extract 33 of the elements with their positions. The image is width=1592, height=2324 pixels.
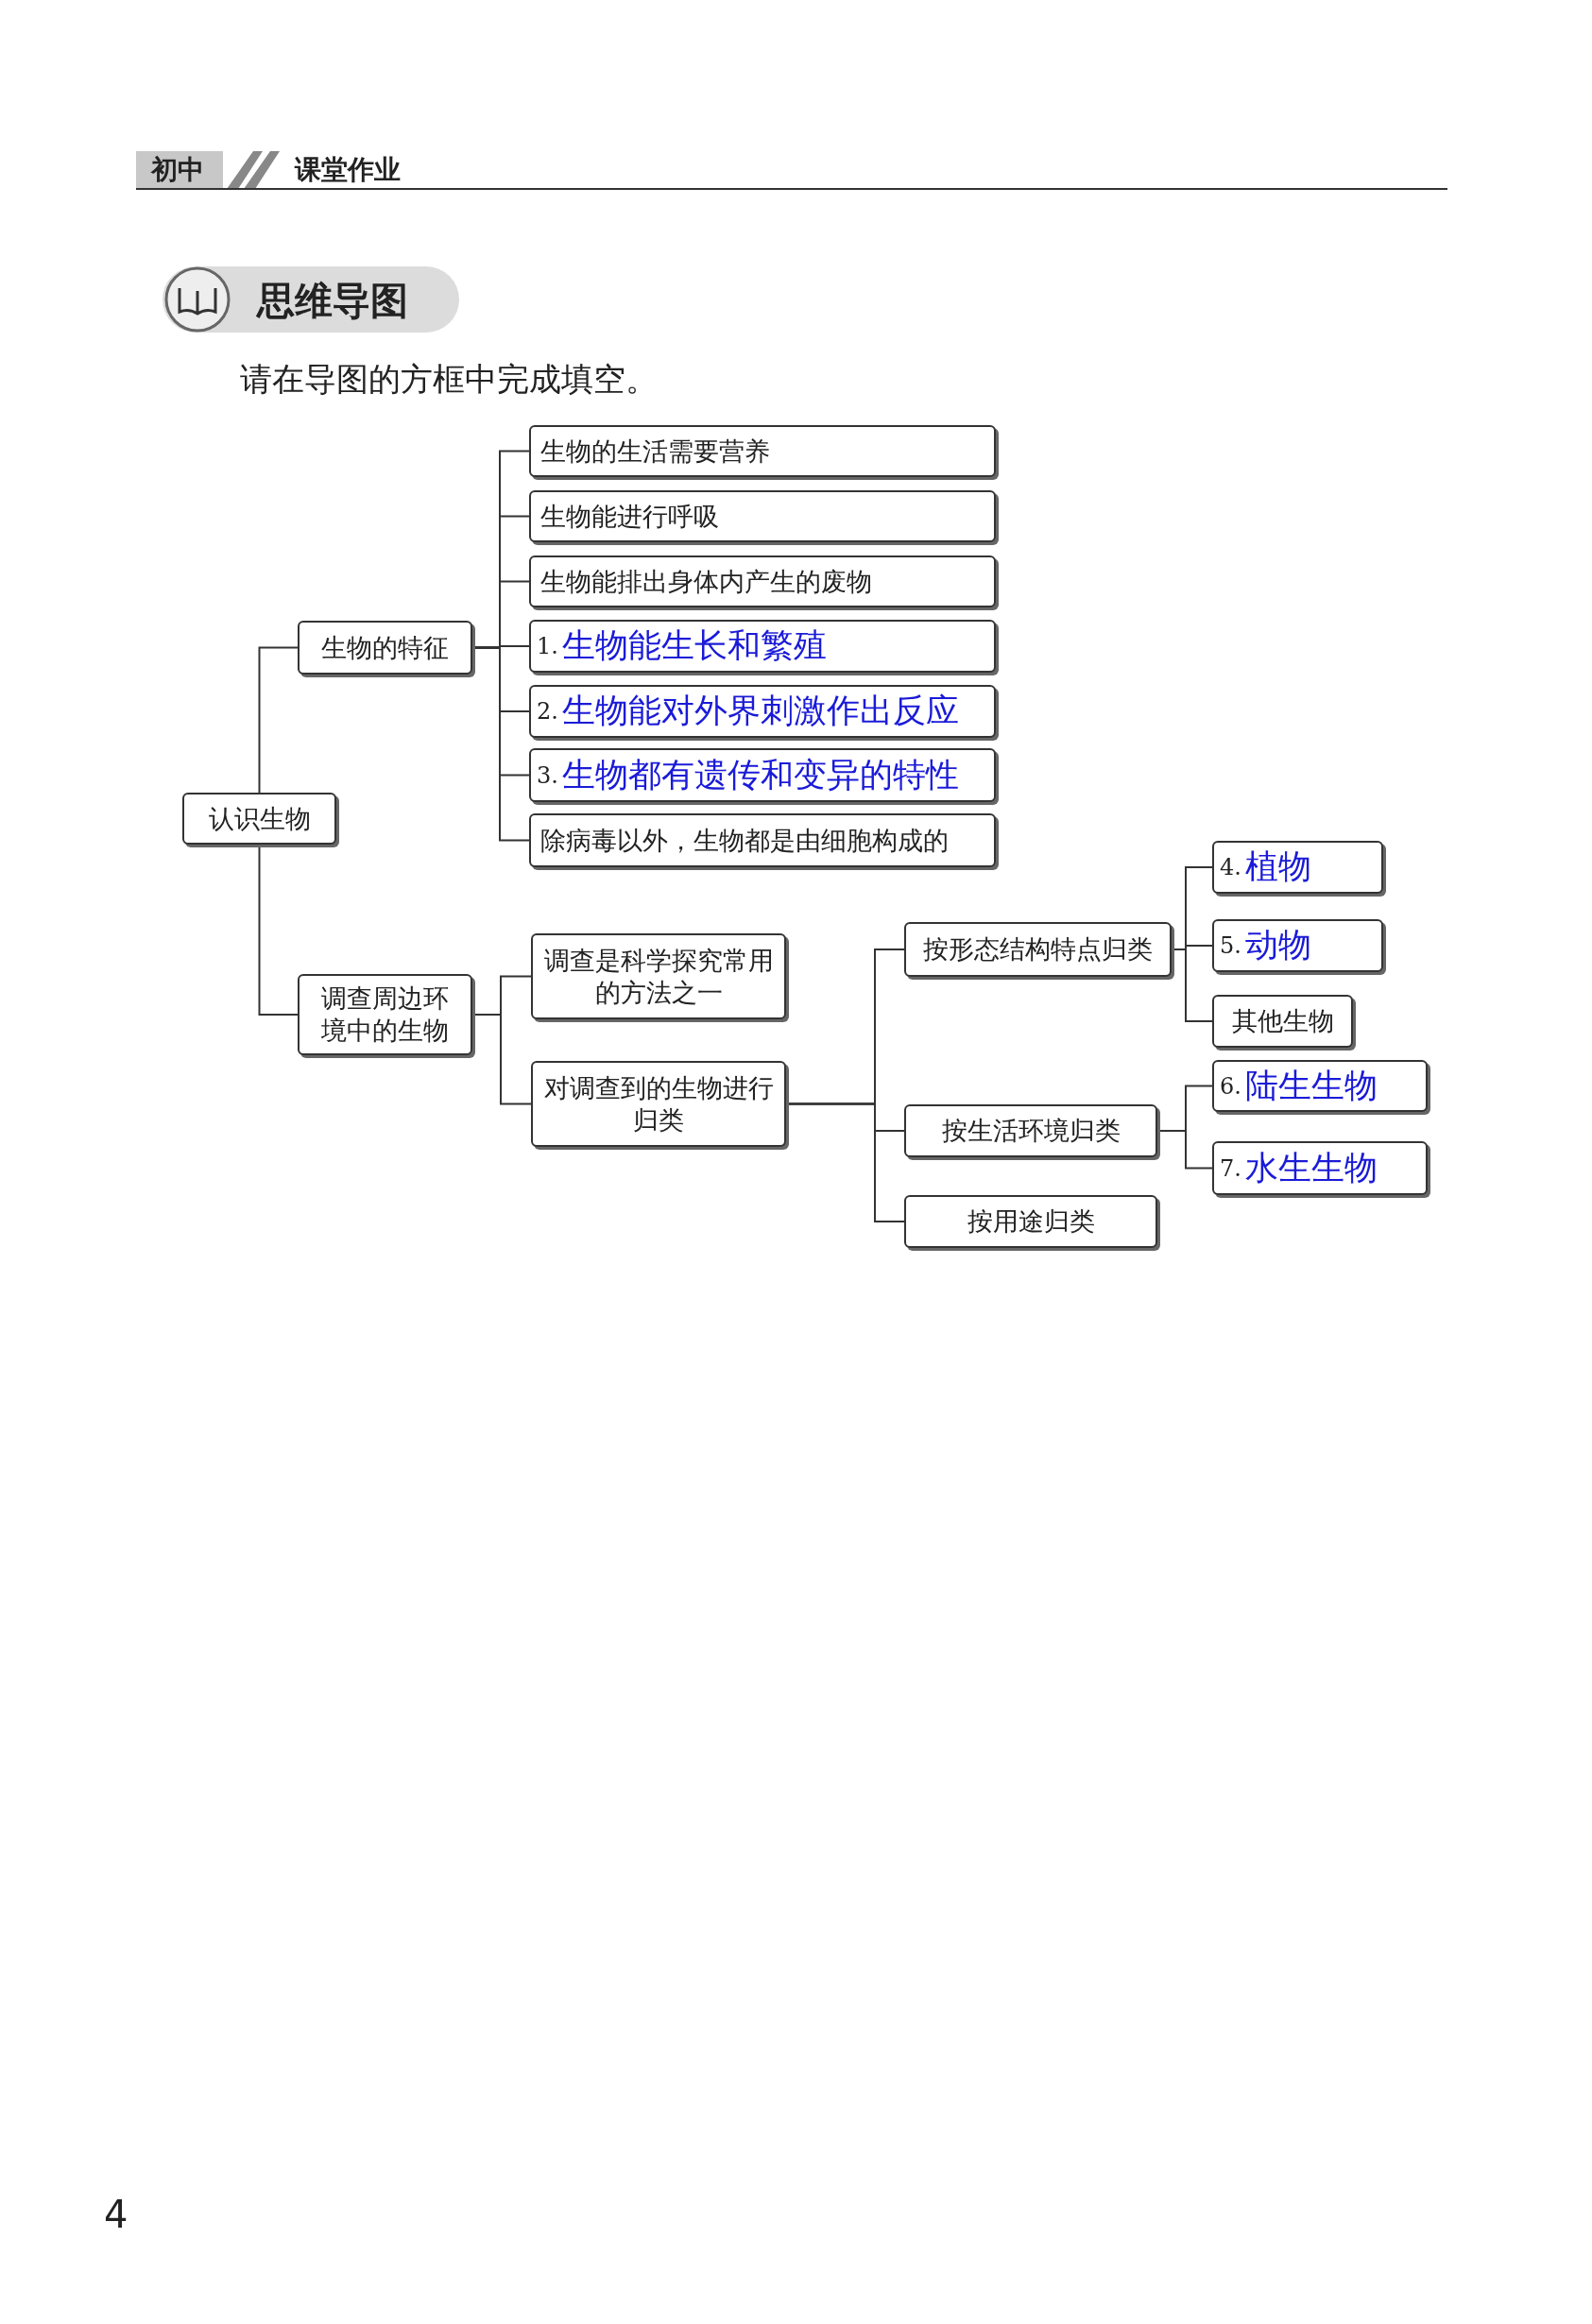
- item-number: 6.: [1220, 1071, 1241, 1101]
- connector-line: [258, 646, 299, 794]
- mind-map-box: 按形态结构特点归类: [904, 922, 1172, 977]
- answer-text: 生物能对外界刺激作出反应: [561, 691, 959, 732]
- mind-map-box: 生物的特征: [298, 621, 472, 675]
- mind-map-box: 调查是科学探究常用的方法之一: [531, 933, 786, 1019]
- mind-map-box: 生物能排出身体内产生的废物: [529, 555, 996, 607]
- mind-map-box: 其他生物: [1212, 995, 1353, 1048]
- answer-text: 动物: [1244, 925, 1311, 966]
- mind-map-box: 调查周边环境中的生物: [298, 974, 472, 1055]
- answer-text: 植物: [1244, 846, 1311, 888]
- mind-map-box: 生物能进行呼吸: [529, 490, 996, 542]
- series-label: 初中: [151, 153, 204, 187]
- instruction-text: 请在导图的方框中完成填空。: [240, 359, 658, 400]
- mind-map-box: 按用途归类: [904, 1195, 1157, 1248]
- answer-text: 生物都有遗传和变异的特性: [561, 754, 959, 795]
- answer-text: 陆生生物: [1244, 1065, 1378, 1106]
- mind-map-box: 除病毒以外，生物都是由细胞构成的: [529, 813, 996, 867]
- answer-text: 水生生物: [1244, 1147, 1378, 1188]
- item-number: 3.: [537, 760, 558, 790]
- mind-map-box: 按生活环境归类: [904, 1104, 1157, 1157]
- section-label: 课堂作业: [295, 153, 401, 187]
- mind-map-box: 生物的生活需要营养: [529, 425, 996, 477]
- item-number: 4.: [1220, 853, 1241, 881]
- section-title: 思维导图: [257, 278, 408, 324]
- answer-text: 生物能生长和繁殖: [561, 625, 827, 667]
- item-number: 7.: [1220, 1153, 1241, 1183]
- item-number: 1.: [537, 632, 558, 660]
- item-number: 5.: [1220, 931, 1241, 960]
- mind-map-box: 认识生物: [182, 793, 336, 845]
- item-number: 2.: [537, 697, 558, 726]
- page-number: 4: [104, 2192, 128, 2238]
- mind-map-box: 对调查到的生物进行归类: [531, 1061, 786, 1147]
